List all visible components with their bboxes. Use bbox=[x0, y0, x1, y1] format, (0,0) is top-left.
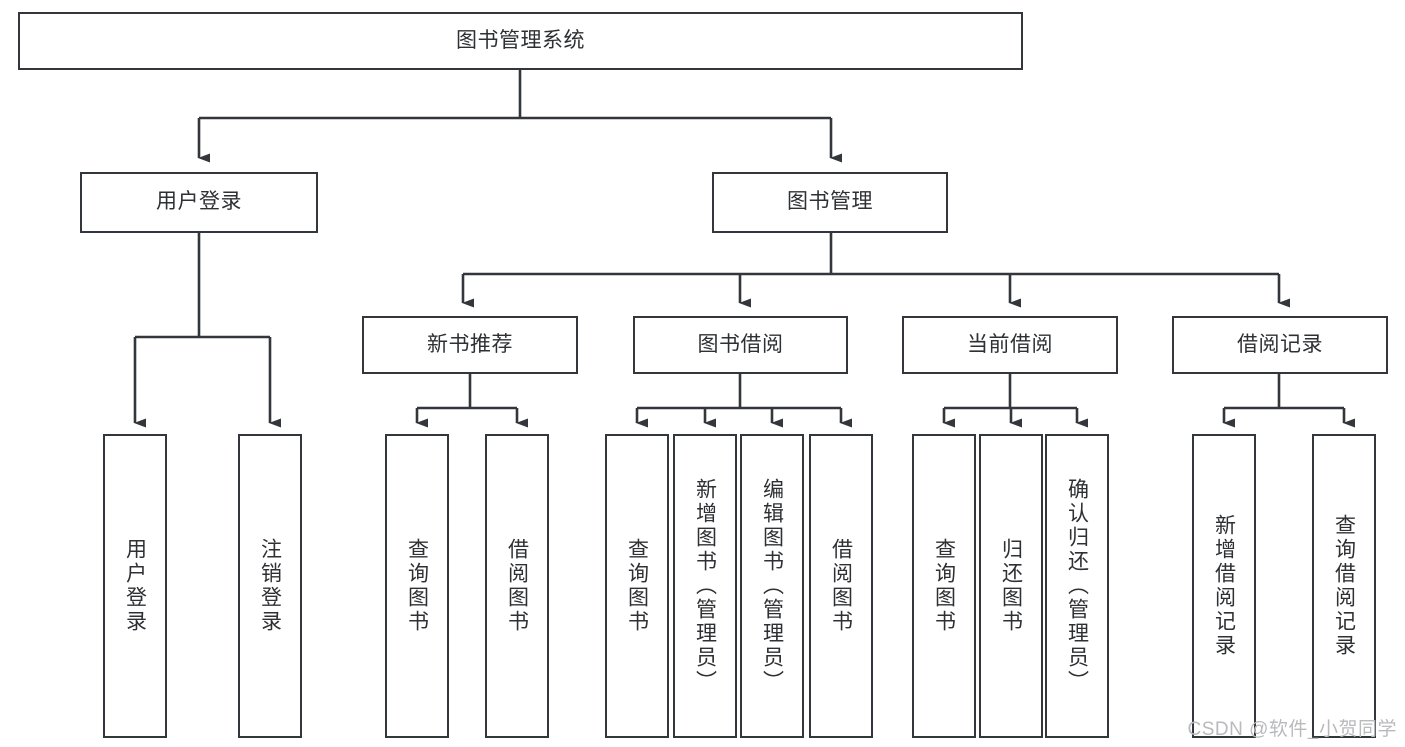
node-label: 借阅图书 bbox=[505, 538, 529, 634]
node-label: 查询图书 bbox=[932, 538, 956, 634]
leaf-add-book-admin[interactable]: 新增图书（管理员） bbox=[673, 434, 737, 738]
node-label: 借阅记录 bbox=[1237, 332, 1323, 356]
node-label: 图书借阅 bbox=[697, 332, 784, 356]
node-user-login[interactable]: 用户登录 bbox=[80, 172, 318, 233]
node-borrowing-record[interactable]: 借阅记录 bbox=[1172, 316, 1388, 374]
leaf-confirm-return-admin[interactable]: 确认归还（管理员） bbox=[1045, 434, 1109, 738]
node-label: 新增借阅记录 bbox=[1212, 514, 1236, 658]
node-label: 查询图书 bbox=[625, 538, 649, 634]
node-current-borrowing[interactable]: 当前借阅 bbox=[902, 316, 1118, 374]
node-label: 新书推荐 bbox=[427, 332, 513, 356]
node-label: 归还图书 bbox=[999, 538, 1023, 634]
node-label: 查询借阅记录 bbox=[1332, 514, 1356, 658]
leaf-query-borrow-record[interactable]: 查询借阅记录 bbox=[1312, 434, 1376, 738]
node-label: 用户登录 bbox=[156, 190, 242, 214]
leaf-return-book[interactable]: 归还图书 bbox=[979, 434, 1043, 738]
leaf-query-book-new[interactable]: 查询图书 bbox=[385, 434, 449, 738]
leaf-edit-book-admin[interactable]: 编辑图书（管理员） bbox=[740, 434, 804, 738]
node-label: 查询图书 bbox=[405, 538, 429, 634]
node-book-borrowing[interactable]: 图书借阅 bbox=[633, 316, 848, 374]
node-label: 当前借阅 bbox=[967, 332, 1053, 356]
leaf-borrow-book[interactable]: 借阅图书 bbox=[809, 434, 873, 738]
node-new-book-recommendation[interactable]: 新书推荐 bbox=[362, 316, 578, 374]
node-root-book-management-system[interactable]: 图书管理系统 bbox=[18, 12, 1023, 70]
leaf-logout[interactable]: 注销登录 bbox=[238, 434, 302, 738]
leaf-query-book-borrow[interactable]: 查询图书 bbox=[605, 434, 669, 738]
node-label: 确认归还（管理员） bbox=[1065, 478, 1089, 694]
node-label: 借阅图书 bbox=[829, 538, 853, 634]
node-book-management[interactable]: 图书管理 bbox=[712, 172, 948, 233]
node-label: 新增图书（管理员） bbox=[693, 478, 717, 694]
leaf-add-borrow-record[interactable]: 新增借阅记录 bbox=[1192, 434, 1256, 738]
leaf-borrow-book-new[interactable]: 借阅图书 bbox=[485, 434, 549, 738]
watermark: CSDN @软件_小贺同学 bbox=[1187, 719, 1397, 740]
node-label: 图书管理系统 bbox=[456, 28, 585, 52]
leaf-query-book-current[interactable]: 查询图书 bbox=[912, 434, 976, 738]
leaf-user-login[interactable]: 用户登录 bbox=[103, 434, 167, 738]
node-label: 图书管理 bbox=[787, 190, 873, 214]
node-label: 编辑图书（管理员） bbox=[760, 478, 784, 694]
node-label: 注销登录 bbox=[258, 538, 282, 634]
node-label: 用户登录 bbox=[123, 538, 147, 634]
